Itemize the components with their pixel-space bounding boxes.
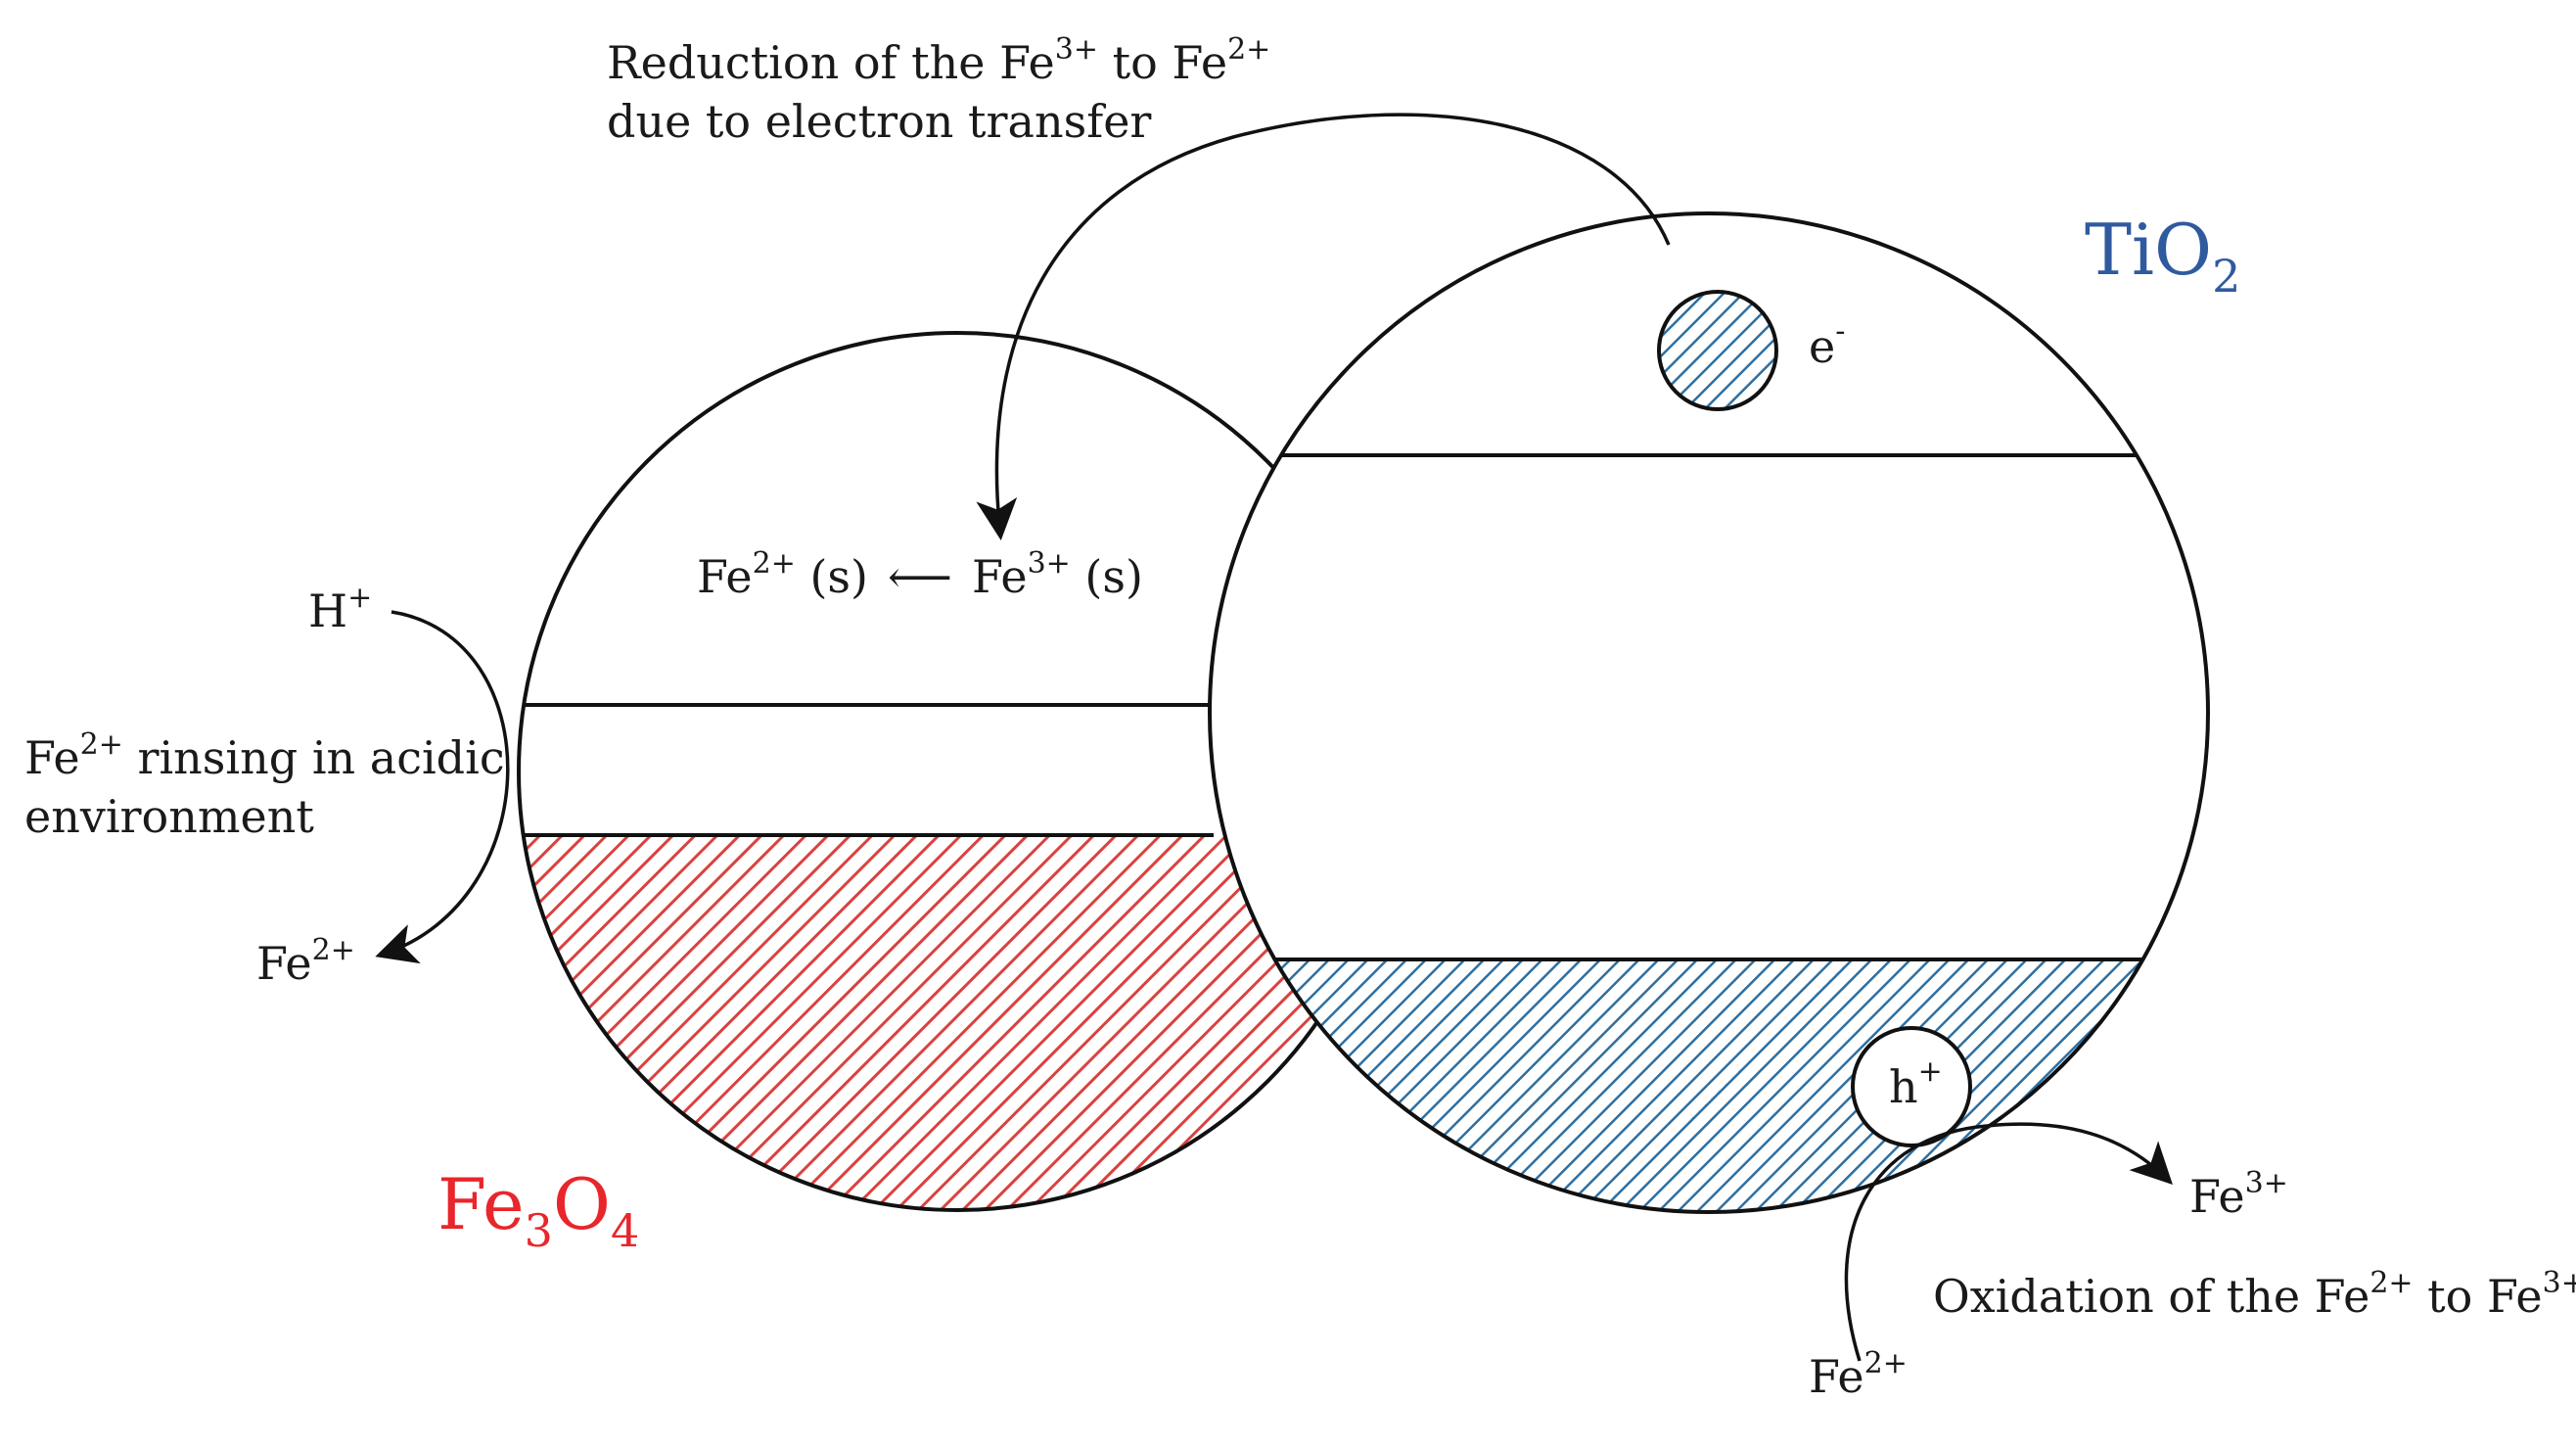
tio2-particle bbox=[1208, 211, 2210, 1214]
fe3o4-label: Fe3O4 bbox=[437, 1163, 639, 1257]
fe2-released-label: Fe2+ bbox=[256, 933, 355, 990]
hole-label: h+ bbox=[1889, 1054, 1943, 1113]
reduction-annotation-line1: Reduction of the Fe3+ to Fe2+ bbox=[607, 32, 1270, 89]
hole: h+ bbox=[1851, 1026, 1972, 1147]
fe3-product-label: Fe3+ bbox=[2189, 1166, 2288, 1223]
fe2-reactant-label: Fe2+ bbox=[1809, 1346, 1908, 1403]
electron: e- bbox=[1657, 290, 1845, 411]
rinsing-annotation-line2: environment bbox=[24, 790, 314, 843]
tio2-outline bbox=[1208, 211, 2210, 1214]
electron-label: e- bbox=[1809, 314, 1845, 373]
oxidation-arrow-icon bbox=[1844, 1122, 2173, 1362]
electron-circle-icon bbox=[1657, 290, 1778, 411]
rinsing-annotation-line1: Fe2+ rinsing in acidic bbox=[24, 727, 505, 784]
proton-label: H+ bbox=[308, 581, 372, 637]
electron-transfer-arrow-icon bbox=[976, 113, 1671, 540]
tio2-label: TiO2 bbox=[2085, 209, 2240, 303]
oxidation-annotation: Oxidation of the Fe2+ to Fe3+ bbox=[1933, 1266, 2576, 1323]
hole-circle-icon bbox=[1851, 1026, 1972, 1147]
tio2-valence-band-hatch bbox=[1210, 959, 2208, 1212]
rinsing-arrow-icon bbox=[375, 610, 510, 964]
reduction-annotation-line2: due to electron transfer bbox=[607, 95, 1151, 148]
reaction-equation: Fe2+ (s)⟵Fe3+ (s) bbox=[697, 546, 1143, 603]
